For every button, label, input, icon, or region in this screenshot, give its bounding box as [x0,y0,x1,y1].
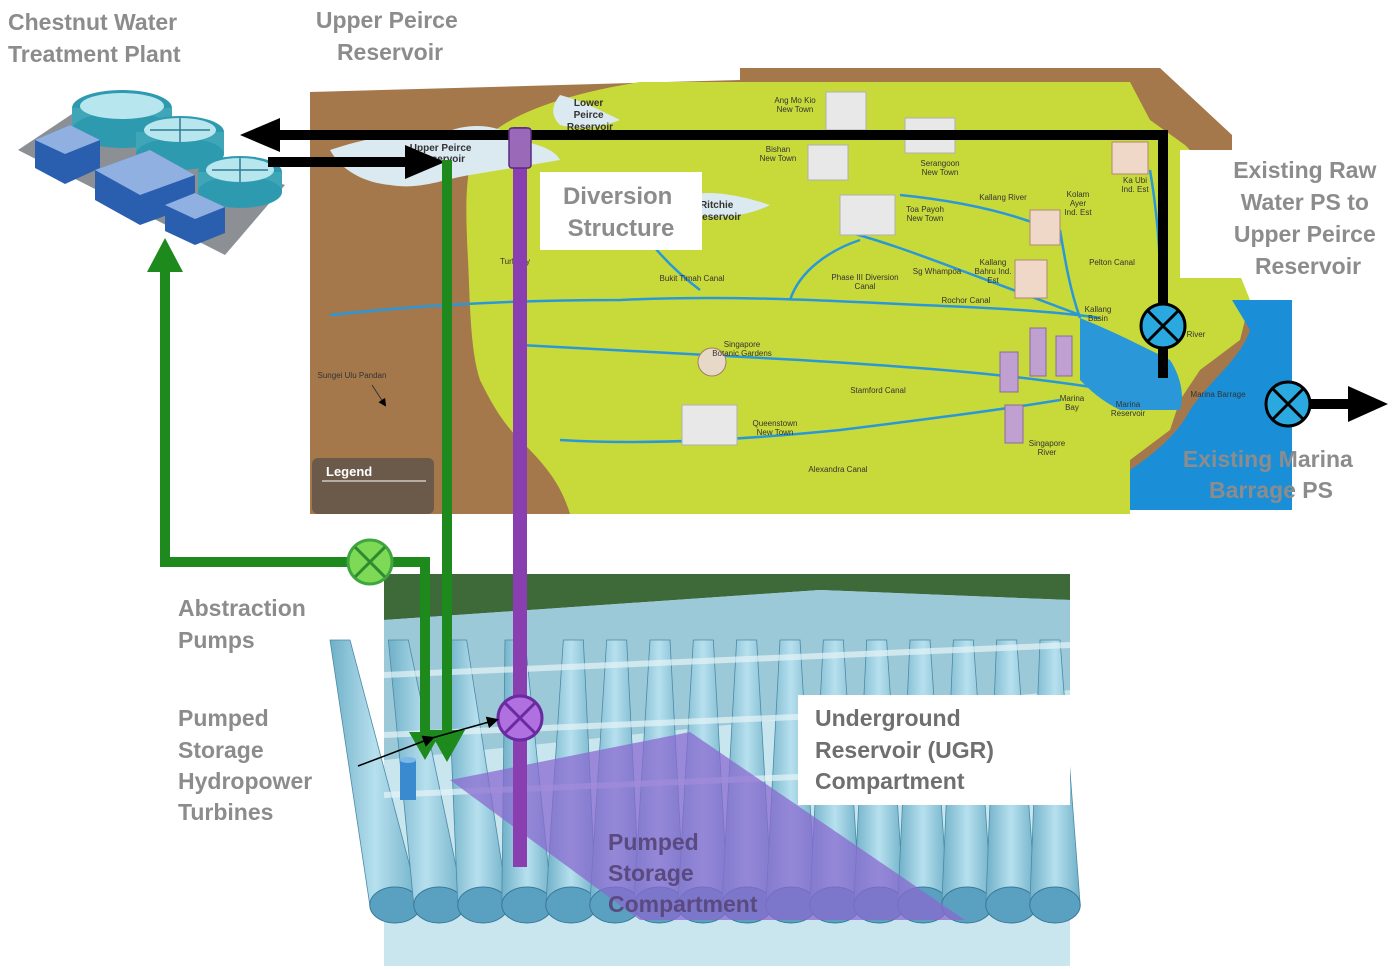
map-place-pelton-canal: Pelton Canal [1089,258,1135,267]
map-place-sg-whampoa: Sg Whampoa [913,267,962,276]
label-chestnut-plant: Chestnut Water Treatment Plant [8,9,184,67]
arrow-to-plant-green [147,238,183,272]
arrow-to-plant [240,118,280,152]
arrow-to-sea [1348,386,1388,422]
reservoir-tube-end [985,886,1037,924]
map-place-river: River [1187,330,1206,339]
pipe-diversion [513,127,527,867]
valve-raw-water-ps [1139,302,1187,350]
map-place-rochor-canal: Rochor Canal [942,296,991,305]
label-raw-water-ps: Existing Raw Water PS to Upper Peirce Re… [1233,157,1383,279]
label-diversion-structure: Diversion Structure [563,183,679,242]
label-abstraction-pumps: Abstraction Pumps [178,595,312,653]
pipe-abstraction [160,270,430,738]
map-place-stamford-canal: Stamford Canal [850,386,906,395]
valve-abstraction [346,538,394,586]
reservoir-cross-beam [383,642,1071,678]
pipes [147,118,1388,867]
turbine-shaft [400,760,416,800]
reservoir-tube-end [413,886,465,924]
label-hydropower-turbines: Pumped Storage Hydropower Turbines [178,705,319,825]
map-label-upper-peirce: Upper Peirce Reservoir [410,143,474,165]
map-place-ulu-pandan: Sungei Ulu Pandan [318,371,387,380]
map-place-alexandra-canal: Alexandra Canal [808,465,867,474]
map-label-lower-peirce: Lower Peirce Reservoir [567,98,613,133]
chestnut-plant-icon [18,90,285,255]
valve-marina-barrage-ps [1264,380,1312,428]
label-marina-barrage-ps: Existing Marina Barrage PS [1183,446,1359,503]
building-icons [681,91,1149,446]
reservoir-tube-end [457,886,509,924]
pipe-raw-water [520,130,1168,378]
map-label-ritchie: Ritchie Reservoir [695,200,741,223]
map-legend: Legend [326,464,372,479]
map-place-marina-barrage: Marina Barrage [1190,390,1246,399]
reservoir-tube-end [1029,886,1081,924]
arrow-to-reservoir [405,145,445,179]
pumped-storage-zone [450,732,965,920]
label-upper-peirce: Upper Peirce Reservoir [316,7,464,65]
map-place-kallang-river: Kallang River [979,193,1027,202]
label-pumped-storage-compartment: Pumped Storage Compartment [608,829,758,917]
valve-pumped-storage [496,694,544,742]
map-place-bukit-timah-canal: Bukit Timah Canal [660,274,725,283]
label-ugr-compartment: Underground Reservoir (UGR) Compartment [815,705,1000,794]
reservoir-tube-end [545,886,597,924]
reservoir-tube-end [501,886,553,924]
